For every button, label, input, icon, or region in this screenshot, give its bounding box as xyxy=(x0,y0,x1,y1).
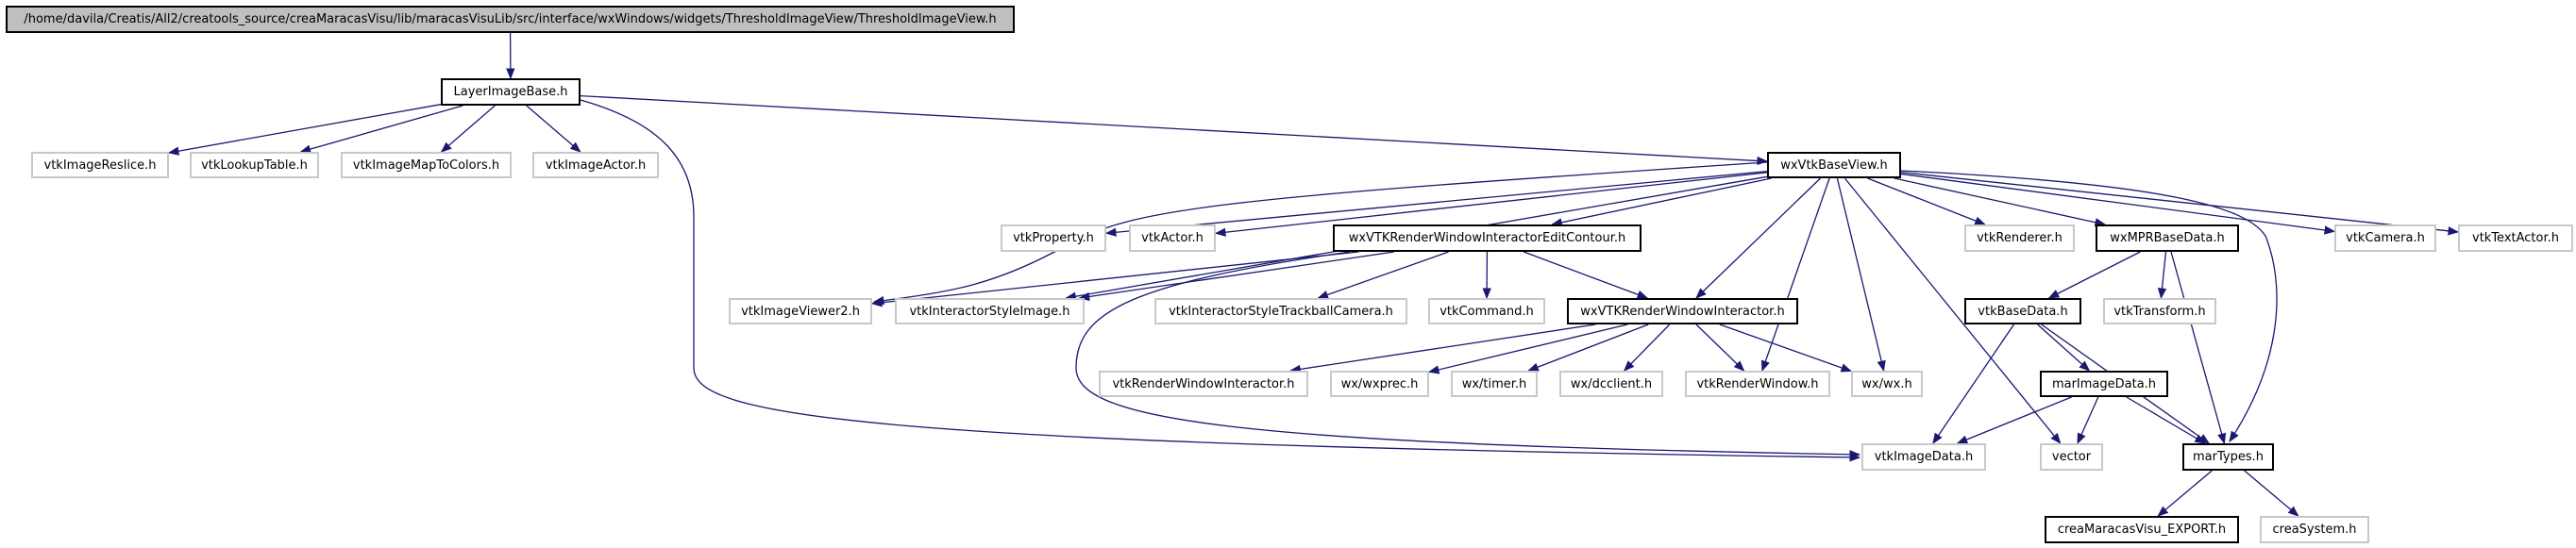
node-system[interactable]: creaSystem.h xyxy=(2260,516,2369,543)
node-reslice[interactable]: vtkImageReslice.h xyxy=(31,152,169,178)
node-layer[interactable]: LayerImageBase.h xyxy=(441,78,581,106)
node-command[interactable]: vtkCommand.h xyxy=(1428,298,1545,324)
node-renderwindow[interactable]: vtkRenderWindow.h xyxy=(1685,371,1830,397)
edge-layer-to-imagedata xyxy=(580,99,1861,462)
node-transform[interactable]: vtkTransform.h xyxy=(2103,298,2216,324)
node-wxrwi[interactable]: wxVTKRenderWindowInteractor.h xyxy=(1567,298,1798,324)
edge-basecview-to-property xyxy=(1104,171,1768,237)
node-vector[interactable]: vector xyxy=(2040,443,2103,471)
edge-layer-to-basecview xyxy=(580,94,1769,166)
edge-layer-to-lut xyxy=(299,105,463,154)
edge-martypes-to-system xyxy=(2244,470,2299,517)
node-editcontour[interactable]: wxVTKRenderWindowInteractorEditContour.h xyxy=(1333,224,1642,252)
edge-basecview-to-wxwx xyxy=(1836,177,1886,373)
node-imagedata[interactable]: vtkImageData.h xyxy=(1861,443,1986,471)
edge-basecview-to-wxrwi xyxy=(1695,177,1821,299)
edge-basecview-to-actor xyxy=(1214,172,1768,237)
edge-basecview-to-viewer2 xyxy=(872,161,1768,306)
node-camera[interactable]: vtkCamera.h xyxy=(2334,224,2436,252)
edge-layer-to-maptocolors xyxy=(440,105,496,153)
node-marimage[interactable]: marImageData.h xyxy=(2040,371,2168,397)
node-basecview[interactable]: wxVtkBaseView.h xyxy=(1767,152,1901,178)
edge-basecview-to-renderer xyxy=(1867,177,1986,225)
edge-mprbase-to-basedata xyxy=(2047,251,2141,299)
edge-editcontour-to-imagedata xyxy=(1075,251,1861,459)
node-rwi[interactable]: vtkRenderWindowInteractor.h xyxy=(1099,371,1308,397)
node-viewer2[interactable]: vtkImageViewer2.h xyxy=(729,298,872,324)
edge-basecview-to-vector xyxy=(1844,177,2062,444)
edge-basecview-to-editcontour xyxy=(1551,177,1772,227)
edge-wxrwi-to-wxwx xyxy=(1719,324,1853,373)
edge-editcontour-to-trackball xyxy=(1317,251,1449,299)
edge-marimage-to-imagedata xyxy=(1956,396,2072,444)
node-wxprec[interactable]: wx/wxprec.h xyxy=(1330,371,1429,397)
edge-wxrwi-to-dcclient xyxy=(1623,324,1671,372)
node-export[interactable]: creaMaracasVisu_EXPORT.h xyxy=(2045,516,2239,543)
edge-basedata-to-imagedata xyxy=(1932,324,2015,444)
node-property[interactable]: vtkProperty.h xyxy=(1001,224,1106,252)
edge-wxrwi-to-renderwindow xyxy=(1695,324,1745,372)
edge-martypes-to-export xyxy=(2157,470,2213,517)
node-textactor[interactable]: vtkTextActor.h xyxy=(2458,224,2573,252)
edge-editcontour-to-styleimage xyxy=(1078,251,1394,302)
edge-mprbase-to-martypes xyxy=(2170,251,2227,445)
edge-marimage-to-vector xyxy=(2077,396,2099,445)
node-martypes[interactable]: marTypes.h xyxy=(2182,443,2274,471)
edge-basecview-to-camera xyxy=(1900,173,2336,235)
node-timer[interactable]: wx/timer.h xyxy=(1451,371,1538,397)
node-lut[interactable]: vtkLookupTable.h xyxy=(190,152,319,178)
node-maptocolors[interactable]: vtkImageMapToColors.h xyxy=(341,152,512,178)
node-renderer[interactable]: vtkRenderer.h xyxy=(1964,224,2075,252)
node-root[interactable]: /home/davila/Creatis/All2/creatools_sour… xyxy=(6,6,1015,33)
node-imageactor[interactable]: vtkImageActor.h xyxy=(532,152,659,178)
edge-layer-to-imageactor xyxy=(526,105,581,153)
edge-marimage-to-martypes xyxy=(2126,396,2206,444)
edge-basecview-to-mprbase xyxy=(1894,177,2107,227)
node-styleimage[interactable]: vtkInteractorStyleImage.h xyxy=(895,298,1085,324)
edge-layer-to-reslice xyxy=(167,104,442,156)
node-dcclient[interactable]: wx/dcclient.h xyxy=(1559,371,1663,397)
edge-wxrwi-to-wxprec xyxy=(1427,324,1628,374)
node-actor[interactable]: vtkActor.h xyxy=(1129,224,1216,252)
edge-basedata-to-marimage xyxy=(2037,324,2091,372)
edge-mprbase-to-transform xyxy=(2157,251,2167,300)
edge-editcontour-to-viewer2 xyxy=(870,251,1359,307)
edge-wxrwi-to-rwi xyxy=(1289,324,1596,374)
node-wxwx[interactable]: wx/wx.h xyxy=(1851,371,1923,397)
edge-basecview-to-textactor xyxy=(1900,171,2460,236)
edge-basecview-to-renderwindow xyxy=(1760,177,1830,373)
edge-wxrwi-to-timer xyxy=(1527,324,1649,372)
edge-basecview-to-martypes xyxy=(1900,170,2278,442)
edge-editcontour-to-wxrwi xyxy=(1524,251,1649,299)
node-trackball[interactable]: vtkInteractorStyleTrackballCamera.h xyxy=(1154,298,1407,324)
node-mprbase[interactable]: wxMPRBaseData.h xyxy=(2096,224,2239,252)
node-basedata[interactable]: vtkBaseData.h xyxy=(1964,298,2081,324)
